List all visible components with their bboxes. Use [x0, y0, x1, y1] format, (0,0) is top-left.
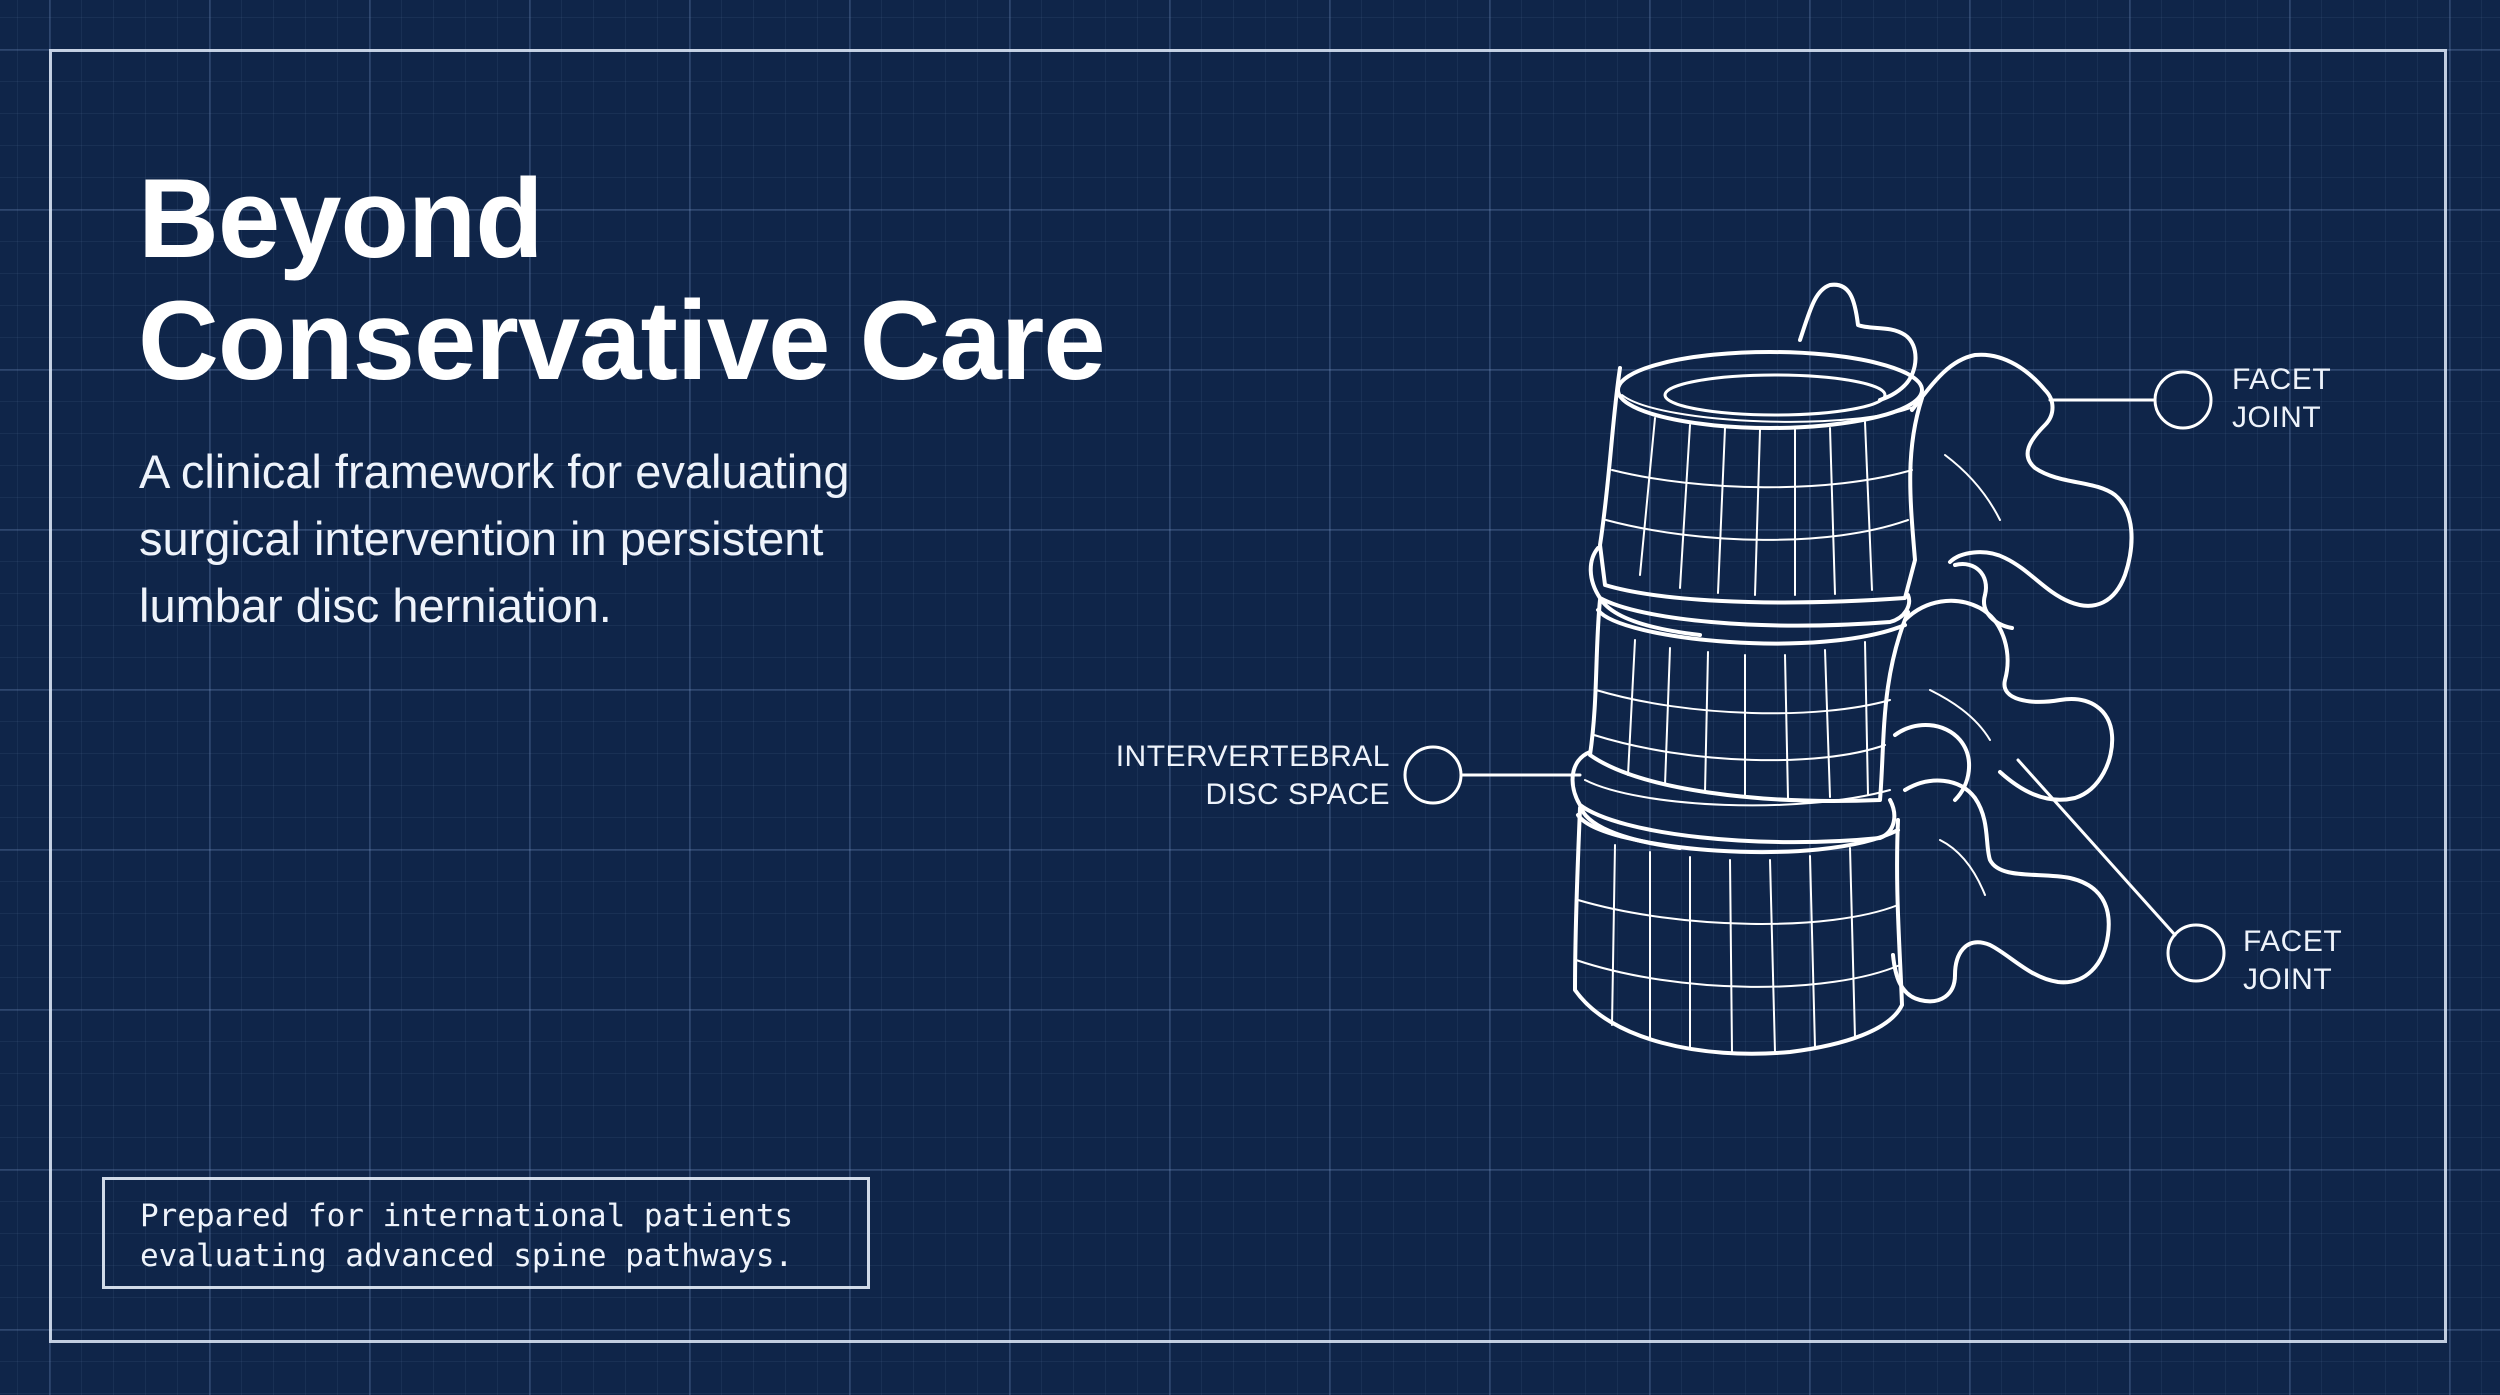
label-line: DISC SPACE — [1205, 778, 1390, 811]
spinous-process — [1798, 282, 1918, 402]
vertebra-lower — [1573, 806, 1904, 1056]
vertebral-bodies — [1570, 350, 1924, 1056]
endplate-top — [1616, 350, 1924, 430]
disc-inner — [1584, 779, 1891, 807]
label-line: FACET — [2232, 363, 2332, 396]
facet-contour — [1929, 454, 2001, 896]
disc-space-label: INTERVERTEBRAL DISC SPACE — [1000, 738, 1390, 814]
callout-disc-space — [1403, 745, 1582, 805]
slide-title: Beyond Conservative Care — [138, 156, 1106, 403]
surface-lines — [1575, 844, 1901, 1053]
disc-upper — [1588, 546, 1911, 637]
endplate-top — [1576, 813, 1900, 855]
vertebra-outline — [1598, 366, 1924, 605]
vertebra-outline — [1573, 806, 1904, 1056]
endplate-inner — [1663, 373, 1887, 417]
audience-note-box: Prepared for international patients eval… — [102, 1177, 870, 1289]
articular-process-middle — [1893, 722, 1972, 802]
transverse-process-middle — [1903, 598, 2115, 802]
endplate-top — [1596, 608, 1907, 646]
title-line: Conservative Care — [138, 278, 1106, 403]
title-line: Beyond — [138, 156, 544, 281]
transverse-process-lower — [1891, 778, 2111, 1004]
callout-facet-upper — [2048, 370, 2213, 430]
surface-lines — [1605, 417, 1913, 596]
subtitle-line: A clinical framework for evaluating — [139, 445, 850, 498]
facet-joint-label-upper: FACET JOINT — [2232, 361, 2331, 437]
vertebra-middle — [1588, 598, 1910, 803]
facet-joint-label-lower: FACET JOINT — [2243, 923, 2342, 999]
transverse-process-upper — [1910, 352, 2134, 608]
subtitle-line: surgical intervention in persistent — [139, 512, 824, 565]
note-line: Prepared for international patients — [140, 1198, 794, 1234]
slide-frame — [49, 49, 2447, 1343]
posterior-elements — [1798, 282, 2134, 1004]
label-line: FACET — [2243, 925, 2343, 958]
subtitle-line: lumbar disc herniation. — [139, 579, 612, 632]
note-line: evaluating advanced spine pathways. — [140, 1238, 794, 1274]
surface-lines — [1593, 639, 1891, 799]
slide-subtitle: A clinical framework for evaluating surg… — [139, 438, 1039, 639]
label-line: INTERVERTEBRAL — [1115, 740, 1390, 773]
label-line: JOINT — [2232, 401, 2322, 434]
vertebra-upper — [1598, 350, 1924, 605]
articular-process-upper — [1953, 562, 2014, 630]
callout-facet-lower — [2016, 758, 2226, 983]
endplate-rim — [1621, 394, 1919, 423]
label-line: JOINT — [2243, 963, 2333, 996]
vertebra-outline — [1588, 598, 1910, 803]
